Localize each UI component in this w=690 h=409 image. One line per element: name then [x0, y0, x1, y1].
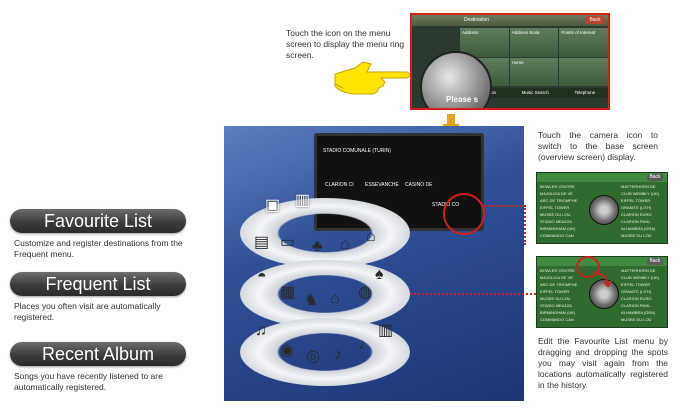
gs2-ring-icon[interactable] [589, 279, 619, 309]
gs2-item-r0[interactable]: MATTERHORN DE [621, 268, 656, 273]
favourite-list-label: Favourite List [10, 209, 186, 233]
drag-arrow-icon [593, 271, 612, 288]
gs2-item-r5[interactable]: CLARION PAVIL [621, 303, 651, 308]
menu-back-button[interactable]: Back [586, 16, 604, 24]
piano-icon: ▥ [378, 322, 394, 339]
gs2-item-r2[interactable]: EIFFEL TOWER [621, 282, 651, 287]
car-label-2: ESSEVANCHE [365, 182, 399, 188]
gs1-item-l0[interactable]: BOWLER CENTRE [540, 184, 575, 189]
gs1-item-r2[interactable]: EIFFEL TOWER [621, 198, 651, 203]
menu-footer-music-search[interactable]: Music Search [521, 90, 549, 95]
gs2-item-r1[interactable]: CLUB WEMBLY (UK) [621, 275, 660, 280]
disco-ball-icon: ◍ [358, 284, 372, 301]
menu-cell-home[interactable]: Home [509, 57, 559, 86]
down-arrow-icon [442, 114, 460, 136]
gs2-item-l0[interactable]: BOWLER CENTRE [540, 268, 575, 273]
gs2-item-r6[interactable]: ALHAMBRA (GRA) [621, 310, 656, 315]
gs1-item-r0[interactable]: MATTERHORN DE [621, 184, 656, 189]
camera-icon-highlight [443, 193, 485, 235]
gs1-ring-icon[interactable] [589, 195, 619, 225]
menu-footer-telephone[interactable]: Telephone [574, 90, 596, 95]
right-caption-top: Touch the camera icon to switch to the b… [538, 130, 658, 162]
home-icon: ⌂ [330, 290, 340, 307]
car-label-1: CLARION CI [325, 182, 354, 188]
gs1-item-l3[interactable]: EIFFEL TOWER [540, 205, 570, 210]
gs1-item-r5[interactable]: CLARION PAVIL [621, 219, 651, 224]
house-icon: ⌂ [340, 236, 350, 253]
gs2-item-r3[interactable]: GRANITE (LITH) [621, 289, 652, 294]
connector-line-1 [484, 205, 526, 207]
gs1-bar [537, 173, 667, 182]
jukebox-icon: ▦ [280, 284, 296, 301]
microphone-icon: ◉ [280, 342, 294, 359]
frequent-list-desc: Places you often visit are automatically… [14, 301, 161, 322]
overview-screen-bottom: Back BOWLER CENTRE MAJOLICA DE VE ARC DE… [536, 256, 668, 328]
right-caption-bottom: Edit the Favourite List menu by dragging… [538, 336, 668, 390]
gs1-item-r6[interactable]: ALHAMBRA (GRA) [621, 226, 656, 231]
gs1-back-button[interactable]: Back [647, 174, 663, 181]
hat-icon: ◓ [257, 268, 267, 285]
car-icon: ▭ [280, 234, 296, 251]
gs2-item-l1[interactable]: MAJOLICA DE VE [540, 275, 573, 280]
menu-title: Destination [464, 17, 490, 23]
menu-cell-poi[interactable]: Points of Interest [559, 28, 608, 57]
pointing-hand-icon [334, 61, 411, 95]
tree-icon: ♠ [375, 266, 384, 283]
connector-line-1v [524, 205, 526, 245]
frequent-list-label: Frequent List [10, 272, 186, 296]
saxophone-icon: ♪ [334, 346, 342, 363]
car-screen-title: STADIO COMUNALE (TURIN) [323, 148, 391, 154]
favourite-ring [240, 198, 410, 268]
gs1-item-l1[interactable]: MAJOLICA DE VE [540, 191, 573, 196]
music-note-icon: ♫ [255, 322, 267, 339]
vinyl-icon: ◎ [306, 348, 320, 365]
drag-source-highlight [576, 256, 600, 278]
gs2-item-l6[interactable]: BIRMINGHAM (UK) [540, 310, 576, 315]
building-icon: ▥ [295, 192, 311, 209]
recent-album-label: Recent Album [10, 342, 186, 366]
gs1-item-l6[interactable]: BIRMINGHAM (UK) [540, 226, 576, 231]
frequent-ring [240, 260, 410, 328]
gs1-item-l7[interactable]: COMMANDO CAN [540, 233, 574, 238]
gs1-item-l5[interactable]: STADIO MEAZZA [540, 219, 572, 224]
menu-ring-knob-icon[interactable] [420, 51, 492, 108]
recent-ring [240, 318, 410, 386]
gs1-item-r3[interactable]: GRANITE (LITH) [621, 205, 652, 210]
menu-title-bar: Destination Back [412, 15, 608, 26]
gs2-bar [537, 257, 667, 266]
guitar-icon: ♩ [358, 336, 374, 353]
gs2-item-r7[interactable]: MUSEE DU LOU [621, 317, 652, 322]
car-label-3: CASINO DE [405, 182, 433, 188]
gs2-item-l3[interactable]: EIFFEL TOWER [540, 289, 570, 294]
palm-icon: ♣ [312, 238, 323, 255]
gs1-item-l2[interactable]: ARC DE TRIOMPHE [540, 198, 578, 203]
walker-icon: ♞ [304, 292, 319, 309]
recent-album-desc: Songs you have recently listened to are … [14, 371, 163, 392]
menu-cell-address[interactable]: Address [460, 28, 509, 57]
gs2-item-l4[interactable]: MUSEE DU LOU [540, 296, 571, 301]
top-caption: Touch the icon on the menu screen to dis… [286, 28, 405, 60]
cottage-icon: ⌂ [366, 228, 376, 245]
gs1-item-l4[interactable]: MUSEE DU LOU [540, 212, 571, 217]
gs2-item-l7[interactable]: COMMANDO CAN [540, 317, 574, 322]
please-text: Please s [446, 95, 479, 104]
gs2-item-r4[interactable]: CLARION EURO [621, 296, 652, 301]
connector-line-2 [410, 293, 536, 295]
gs1-item-r7[interactable]: MUSEE DU LOU [621, 233, 652, 238]
gs2-back-button[interactable]: Back [647, 258, 663, 265]
menu-cell-blank-2[interactable] [559, 57, 608, 86]
menu-cell-address-book[interactable]: Address Book [509, 28, 559, 57]
gs2-item-l2[interactable]: ARC DE TRIOMPHE [540, 282, 578, 287]
gs2-item-l5[interactable]: STADIO MEAZZA [540, 303, 572, 308]
bus-icon: ▤ [254, 234, 270, 251]
menu-screen: Destination Back Address Address Book Po… [410, 13, 610, 110]
overview-screen-top: Back BOWLER CENTRE MAJOLICA DE VE ARC DE… [536, 172, 668, 244]
camera-icon: ▣ [265, 197, 281, 214]
gs1-item-r4[interactable]: CLARION EURO [621, 212, 652, 217]
gs1-item-r1[interactable]: CLUB WEMBLY (UK) [621, 191, 660, 196]
favourite-list-desc: Customize and register destinations from… [14, 238, 183, 259]
